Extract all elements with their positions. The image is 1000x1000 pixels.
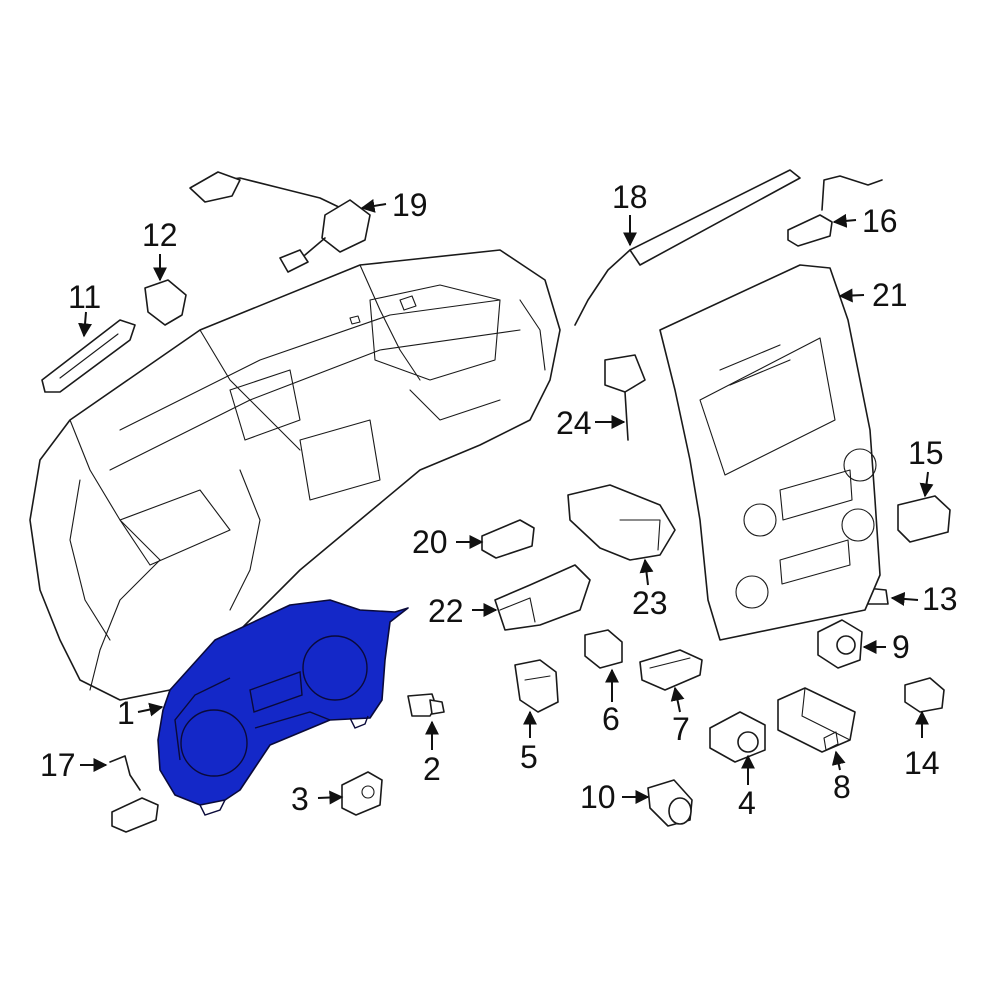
callout-4: 4 [738, 785, 756, 821]
callout-10: 10 [580, 779, 616, 815]
instrument-panel-frame [29, 249, 561, 701]
switch-part-7[interactable] [639, 649, 703, 691]
callout-12: 12 [142, 217, 178, 253]
switch-part-12[interactable] [144, 279, 187, 326]
callout-13: 13 [922, 581, 958, 617]
switch-part-4[interactable] [709, 711, 766, 763]
switch-part-22[interactable] [494, 564, 591, 631]
callout-16: 16 [862, 203, 898, 239]
callout-19: 19 [392, 187, 428, 223]
callout-20: 20 [412, 524, 448, 560]
callout-3: 3 [291, 781, 309, 817]
callout-arrows [78, 199, 934, 805]
instrument-cluster-part-1[interactable] [157, 599, 409, 816]
switch-part-24[interactable] [604, 354, 646, 441]
callout-5: 5 [520, 739, 538, 775]
callout-23: 23 [632, 585, 668, 621]
callout-labels: 1 2 3 4 5 6 7 8 9 10 11 12 13 14 15 16 1… [40, 179, 958, 821]
callout-18: 18 [612, 179, 648, 215]
bracket-part-3[interactable] [341, 771, 383, 816]
receptacle-part-8[interactable] [777, 687, 856, 753]
callout-9: 9 [892, 629, 910, 665]
callout-15: 15 [908, 435, 944, 471]
switch-part-9[interactable] [817, 619, 863, 669]
callout-21: 21 [872, 277, 908, 313]
switch-part-23[interactable] [567, 484, 676, 561]
callout-7: 7 [672, 711, 690, 747]
switch-part-6[interactable] [584, 629, 623, 669]
bolt-part-2[interactable] [407, 693, 445, 717]
callout-24: 24 [556, 405, 592, 441]
module-part-11[interactable] [41, 319, 136, 393]
connector-part-5[interactable] [514, 659, 559, 713]
bezel-part-21[interactable] [659, 264, 881, 641]
cover-part-15[interactable] [897, 495, 951, 543]
callout-22: 22 [428, 593, 464, 629]
callout-6: 6 [602, 701, 620, 737]
callout-2: 2 [423, 751, 441, 787]
callout-17: 17 [40, 747, 76, 783]
callout-1: 1 [117, 695, 135, 731]
cover-part-14[interactable] [904, 677, 945, 713]
lighter-part-10[interactable] [647, 779, 693, 827]
callout-14: 14 [904, 745, 940, 781]
callout-11: 11 [68, 279, 101, 315]
switch-part-20[interactable] [481, 519, 535, 559]
lamp-part-16[interactable] [787, 175, 883, 247]
callout-8: 8 [833, 769, 851, 805]
lamp-part-17[interactable] [109, 755, 159, 833]
harness-part-19[interactable] [189, 171, 371, 273]
trim-part-18[interactable] [574, 169, 801, 326]
